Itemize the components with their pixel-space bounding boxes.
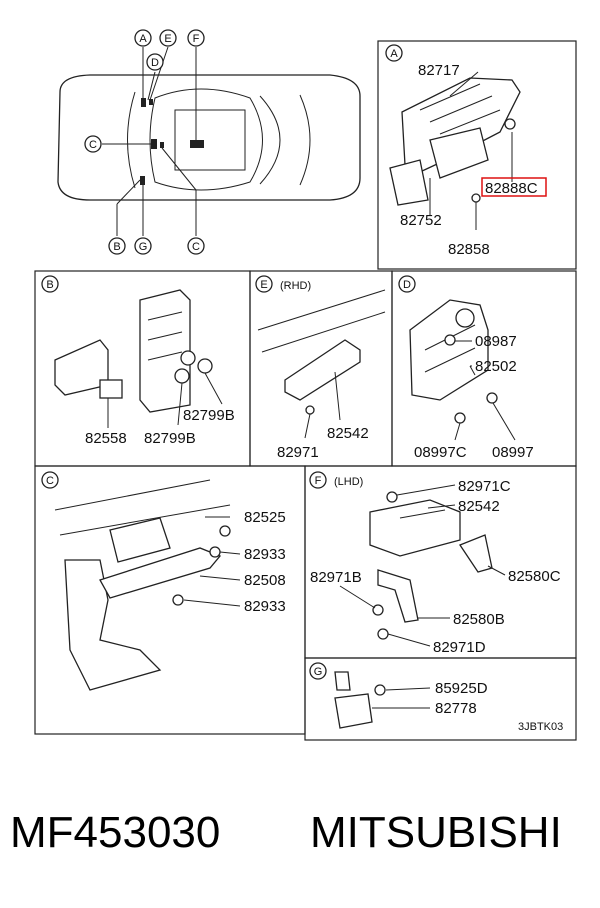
part-label: 82580B: [453, 611, 505, 628]
part-label: 82933: [244, 546, 286, 563]
part-label: 82971B: [310, 569, 362, 586]
panel-g: G 85925D 82778: [304, 657, 577, 741]
panel-e: E (RHD) 82542 82971: [249, 270, 393, 467]
overview-leaders: [102, 46, 197, 236]
svg-text:G: G: [139, 241, 148, 253]
svg-text:D: D: [403, 279, 411, 291]
svg-text:A: A: [390, 48, 398, 60]
part-label: 82971D: [433, 639, 486, 656]
panel-b: B 82558 82799B 82799B: [34, 270, 251, 467]
footer: MF453030 MITSUBISHI: [0, 800, 600, 880]
part-label: 85925D: [435, 680, 488, 697]
svg-text:B: B: [113, 241, 120, 253]
overview-callout-g: G: [134, 237, 152, 255]
part-label: 82542: [458, 498, 500, 515]
overview-callout-c-bottom: C: [187, 237, 205, 255]
overview-callout-a: A: [134, 29, 152, 47]
car-overview: [57, 74, 361, 201]
svg-text:F: F: [193, 33, 200, 45]
part-label: 82752: [400, 212, 442, 229]
svg-text:E: E: [260, 279, 267, 291]
drawing-code: 3JBTK03: [518, 721, 563, 733]
part-label: 82933: [244, 598, 286, 615]
part-label: 82858: [448, 241, 490, 258]
svg-text:G: G: [314, 666, 323, 678]
part-label: 82542: [327, 425, 369, 442]
part-label: 82717: [418, 62, 460, 79]
part-label: 08987: [475, 333, 517, 350]
svg-text:B: B: [46, 279, 53, 291]
overview-callout-b: B: [108, 237, 126, 255]
part-label: 82971: [277, 444, 319, 461]
svg-text:(RHD): (RHD): [280, 280, 311, 292]
part-label: 82799B: [144, 430, 196, 447]
part-label: 82508: [244, 572, 286, 589]
panel-d: D 08987 82502 08997C 08997: [391, 270, 577, 467]
overview-callout-c-left: C: [84, 135, 102, 153]
part-label: 82971C: [458, 478, 511, 495]
part-label: 08997C: [414, 444, 467, 461]
panel-c: C 82525 82933 82508 82933: [34, 465, 306, 735]
panel-f: F (LHD) 82971C 82542 82971B 82580C 82580…: [304, 465, 577, 659]
svg-text:C: C: [192, 241, 200, 253]
overview-callout-e: E: [159, 29, 177, 47]
part-label-highlighted: 82888C: [485, 180, 538, 197]
svg-text:C: C: [89, 139, 97, 151]
part-number: MF453030: [10, 808, 221, 857]
part-label: 82778: [435, 700, 477, 717]
part-label: 82525: [244, 509, 286, 526]
svg-text:D: D: [151, 57, 159, 69]
brand-name: MITSUBISHI: [310, 808, 562, 857]
parts-diagram: A E D F C B G C A: [34, 29, 577, 741]
part-label: 82580C: [508, 568, 561, 585]
svg-text:(LHD): (LHD): [334, 476, 363, 488]
overview-callout-f: F: [187, 29, 205, 47]
svg-text:C: C: [46, 475, 54, 487]
part-label: 82558: [85, 430, 127, 447]
svg-text:A: A: [139, 33, 147, 45]
panel-a: A 82717 82888C 82752 82858: [377, 40, 577, 270]
part-label: 82799B: [183, 407, 235, 424]
part-label: 82502: [475, 358, 517, 375]
svg-text:E: E: [164, 33, 171, 45]
highlight-box: [481, 177, 547, 197]
part-label: 08997: [492, 444, 534, 461]
svg-text:F: F: [315, 475, 322, 487]
overview-callout-d: D: [146, 53, 164, 71]
